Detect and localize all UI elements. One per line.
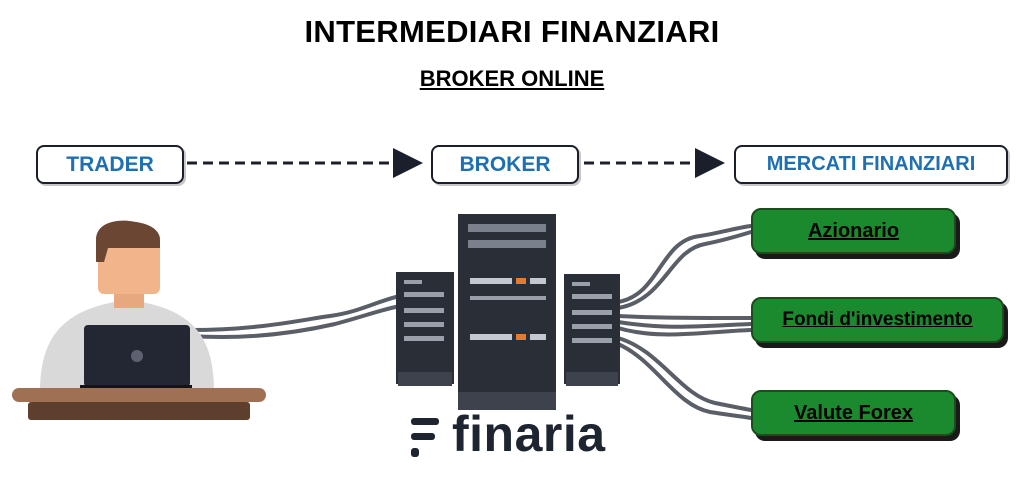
trader-illustration	[12, 220, 266, 420]
mercati-finanziari-box: MERCATI FINANZIARI	[734, 145, 1008, 184]
market-azionario: Azionario	[751, 208, 956, 254]
desk-front	[28, 402, 250, 420]
broker-box: BROKER	[431, 145, 579, 184]
diagram-subtitle: BROKER ONLINE	[419, 66, 605, 91]
diagram-title: INTERMEDIARI FINANZIARI	[304, 14, 720, 49]
trader-box: TRADER	[36, 145, 184, 184]
cables-markets	[616, 224, 753, 420]
trader-hair	[96, 220, 160, 262]
laptop-logo-icon	[131, 350, 143, 362]
server-right	[564, 274, 620, 386]
server-center	[458, 214, 556, 410]
finaria-f-icon	[411, 418, 439, 457]
cables-trader	[188, 294, 402, 340]
market-valute-forex: Valute Forex	[751, 390, 956, 436]
market-fondi-investimento: Fondi d'investimento	[751, 297, 1004, 343]
server-left	[396, 272, 454, 386]
finaria-logo-text: finaria	[452, 406, 606, 462]
desk-top	[12, 388, 266, 402]
